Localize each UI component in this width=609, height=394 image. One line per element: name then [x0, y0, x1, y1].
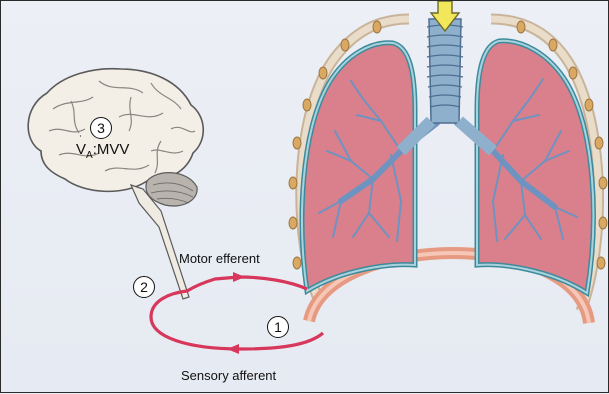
- step-1-marker: 1: [267, 316, 289, 338]
- sensory-afferent-label: Sensory afferent: [181, 369, 276, 382]
- motor-efferent-label: Motor efferent: [179, 252, 260, 265]
- brain: [28, 69, 203, 299]
- sensory-afferent-arrow-icon: [227, 344, 239, 354]
- ventilation-ratio-text: :MVV: [93, 141, 130, 158]
- neural-loop: [151, 277, 323, 349]
- step-2-marker: 2: [133, 276, 155, 298]
- motor-efferent-arrow-icon: [233, 272, 245, 282]
- ventilation-subscript: A: [86, 150, 93, 161]
- step-3-marker: 3: [90, 117, 112, 139]
- ventilation-ratio-label: ˙VA:MVV: [76, 141, 129, 161]
